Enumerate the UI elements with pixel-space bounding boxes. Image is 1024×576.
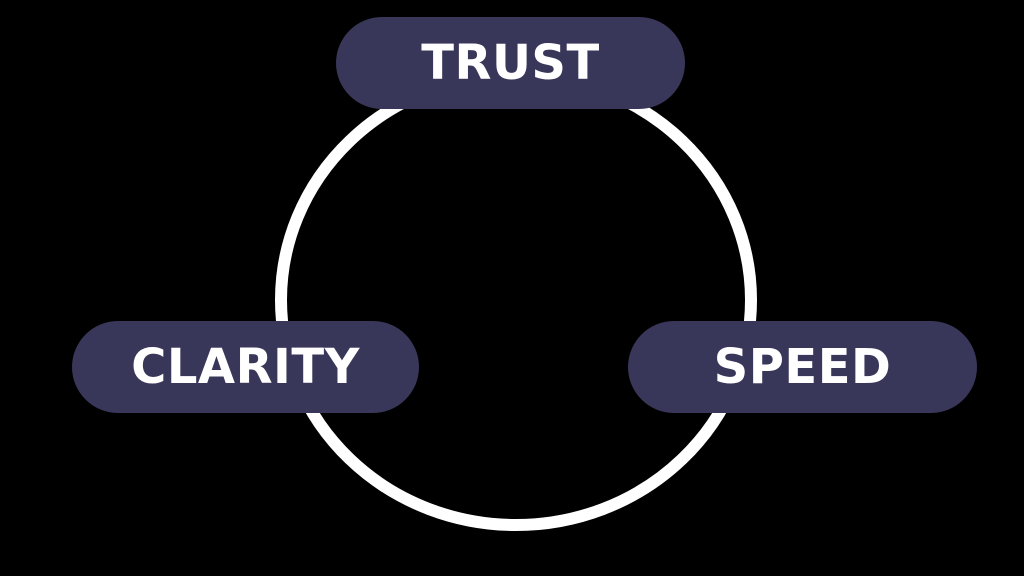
cycle-circle [275, 69, 757, 531]
node-speed: SPEED [628, 321, 977, 413]
node-speed-label: SPEED [713, 339, 892, 395]
node-clarity-label: CLARITY [131, 339, 360, 395]
node-trust-label: TRUST [421, 35, 600, 91]
node-trust: TRUST [336, 17, 685, 109]
node-clarity: CLARITY [72, 321, 419, 413]
